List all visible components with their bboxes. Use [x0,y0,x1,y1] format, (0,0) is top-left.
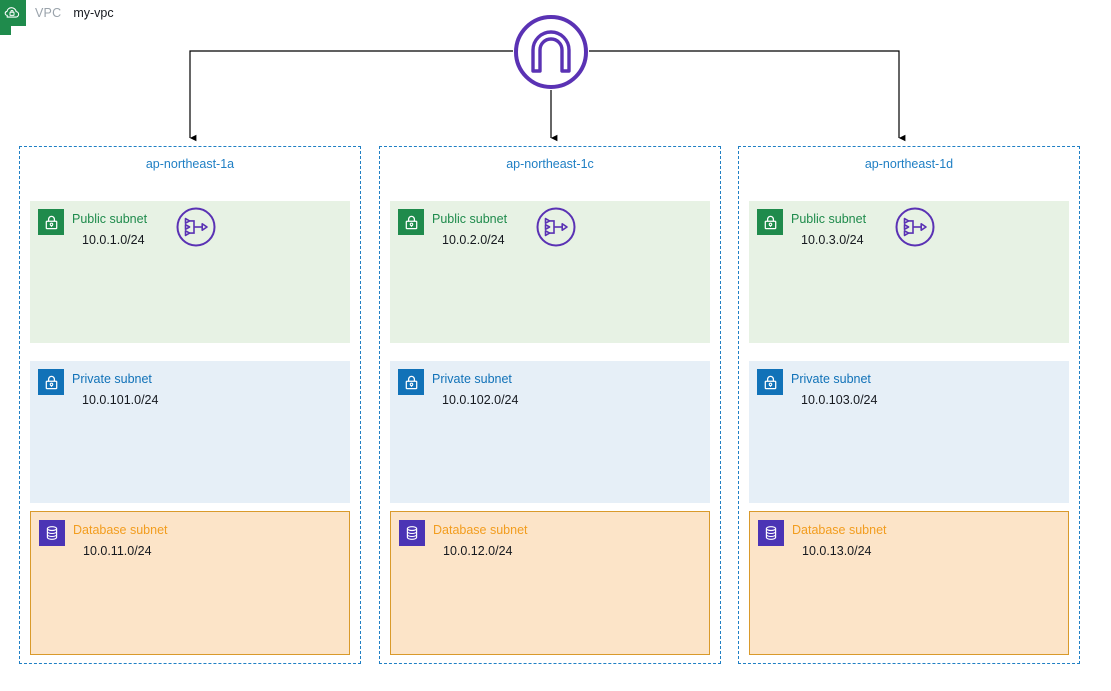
public-subnet: Public subnet 10.0.1.0/24 [30,201,350,343]
internet-gateway-icon [513,14,589,90]
vpc-type-label: VPC [35,6,62,20]
public-subnet: Public subnet 10.0.2.0/24 [390,201,710,343]
private-subnet-label: Private subnet [791,372,871,386]
availability-zone-label: ap-northeast-1c [506,157,594,171]
database-icon [758,520,784,546]
public-subnet: Public subnet 10.0.3.0/24 [749,201,1069,343]
availability-zone-2: ap-northeast-1c Public subnet 10.0.2.0/2… [379,146,721,664]
database-subnet-cidr: 10.0.13.0/24 [802,544,872,558]
private-subnet-cidr: 10.0.101.0/24 [82,393,159,407]
public-subnet-cidr: 10.0.1.0/24 [82,233,145,247]
database-subnet-cidr: 10.0.11.0/24 [83,544,152,558]
private-subnet: Private subnet 10.0.103.0/24 [749,361,1069,503]
database-subnet: Database subnet 10.0.11.0/24 [30,511,350,655]
availability-zone-1: ap-northeast-1a Public subnet 10.0.1.0/2… [19,146,361,664]
vpc-cloud-lock-icon [0,0,26,26]
private-subnet-label: Private subnet [72,372,152,386]
lock-icon [757,209,783,235]
public-subnet-cidr: 10.0.3.0/24 [801,233,864,247]
database-subnet-label: Database subnet [433,523,528,537]
availability-zone-label: ap-northeast-1d [864,157,954,171]
database-icon [399,520,425,546]
database-subnet-label: Database subnet [73,523,168,537]
lock-icon [757,369,783,395]
public-subnet-cidr: 10.0.2.0/24 [442,233,505,247]
private-subnet-cidr: 10.0.102.0/24 [442,393,519,407]
lock-icon [398,369,424,395]
database-subnet: Database subnet 10.0.13.0/24 [749,511,1069,655]
vpc-name-label: my-vpc [73,6,114,20]
route-table-icon [894,206,936,248]
private-subnet-cidr: 10.0.103.0/24 [801,393,878,407]
database-subnet: Database subnet 10.0.12.0/24 [390,511,710,655]
route-table-icon [535,206,577,248]
database-icon [39,520,65,546]
database-subnet-cidr: 10.0.12.0/24 [443,544,513,558]
lock-icon [38,369,64,395]
route-table-icon [175,206,217,248]
private-subnet: Private subnet 10.0.101.0/24 [30,361,350,503]
private-subnet: Private subnet 10.0.102.0/24 [390,361,710,503]
database-subnet-label: Database subnet [792,523,887,537]
public-subnet-label: Public subnet [432,212,508,226]
lock-icon [398,209,424,235]
public-subnet-label: Public subnet [72,212,148,226]
public-subnet-label: Public subnet [791,212,867,226]
vpc-header: VPC my-vpc [0,0,114,26]
private-subnet-label: Private subnet [432,372,512,386]
availability-zone-3: ap-northeast-1d Public subnet 10.0.3.0/2… [738,146,1080,664]
availability-zone-label: ap-northeast-1a [145,157,235,171]
lock-icon [38,209,64,235]
vpc-badge-tail [0,26,11,35]
